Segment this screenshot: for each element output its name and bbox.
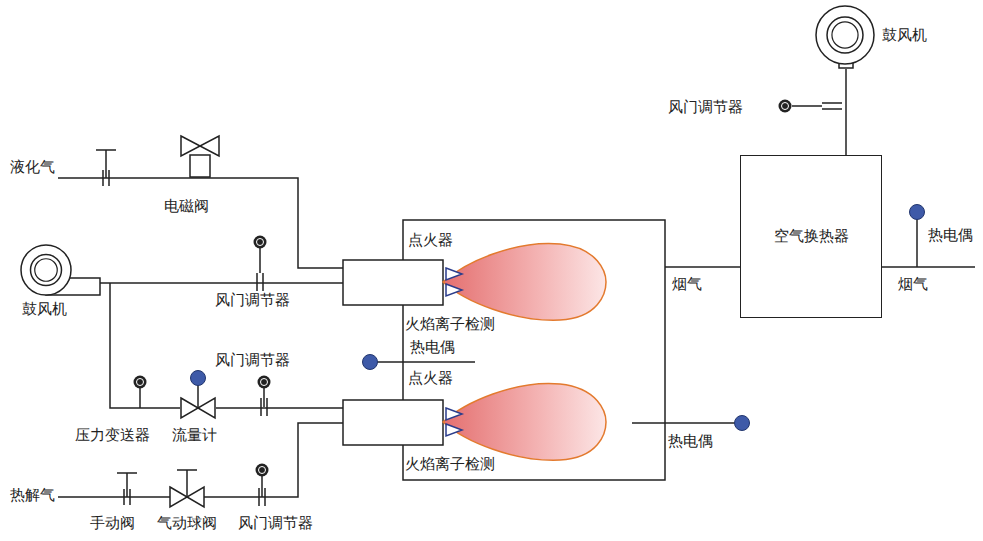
node-label: 鼓风机 xyxy=(882,26,927,45)
part-label: 气动球阀 xyxy=(157,515,217,532)
part-label: 点火器 xyxy=(408,232,453,249)
part-label: 烟气 xyxy=(672,276,702,293)
heat-exchanger-box: 空气换热器 xyxy=(740,155,882,318)
node-label: 空气换热器 xyxy=(774,227,849,246)
duct-line xyxy=(845,69,847,155)
part-label: 手动阀 xyxy=(90,515,135,532)
part-label: 风门调节器 xyxy=(215,292,290,309)
blower: 鼓风机 xyxy=(14,240,114,328)
part-label: 风门调节器 xyxy=(238,515,313,532)
part-label: 风门调节器 xyxy=(668,99,743,116)
blower: 鼓风机 xyxy=(812,3,962,69)
part-label: 液化气 xyxy=(10,159,55,176)
part-label: 火焰离子检测 xyxy=(405,456,495,473)
part-label: 流量计 xyxy=(172,427,217,444)
part-label: 烟气 xyxy=(898,276,928,293)
part-label: 热电偶 xyxy=(668,433,713,450)
node-label: 鼓风机 xyxy=(22,300,67,319)
part-label: 火焰离子检测 xyxy=(405,316,495,333)
part-label: 电磁阀 xyxy=(164,198,209,215)
part-label: 热电偶 xyxy=(410,339,455,356)
part-label: 热电偶 xyxy=(928,227,973,244)
part-label: 热解气 xyxy=(10,487,55,504)
part-label: 点火器 xyxy=(408,370,453,387)
part-label: 风门调节器 xyxy=(215,352,290,369)
part-label: 压力变送器 xyxy=(75,427,150,444)
